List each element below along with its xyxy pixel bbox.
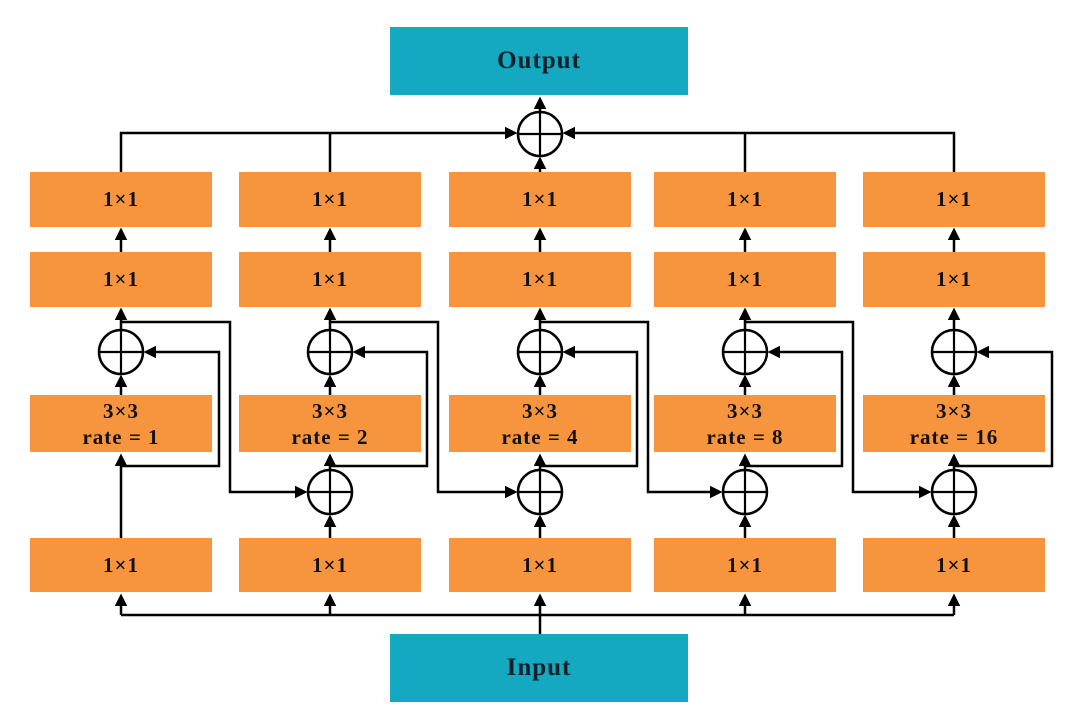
residual-skip-col4 — [745, 345, 844, 468]
conv-1x1-bottom-col1: 1×1 — [30, 538, 212, 592]
conv-1x1-top-col2: 1×1 — [239, 172, 421, 227]
kernel-label-col2: 3×3 — [312, 398, 348, 423]
dilated-conv-box-col5: 3×3 rate = 16 — [863, 395, 1045, 452]
conv-1x1-mid-col2: 1×1 — [239, 252, 421, 307]
sum-node-upper-col3 — [516, 328, 564, 376]
conv-1x1-top-col3: 1×1 — [449, 172, 631, 227]
sum-node-lower-col3 — [516, 468, 564, 516]
conv-1x1-mid-col1: 1×1 — [30, 252, 212, 307]
cross-feed-col3-to-col4 — [540, 320, 723, 499]
conv-1x1-top-col5: 1×1 — [863, 172, 1045, 227]
conv-1x1-mid-col3: 1×1 — [449, 252, 631, 307]
kernel-label-col5: 3×3 — [936, 398, 972, 423]
rate-label-col4: rate = 8 — [706, 424, 784, 449]
dilated-conv-box-col1: 3×3 rate = 1 — [30, 395, 212, 452]
residual-skip-col5 — [954, 345, 1054, 468]
dilated-conv-box-col4: 3×3 rate = 8 — [654, 395, 836, 452]
conv-1x1-mid-col4: 1×1 — [654, 252, 836, 307]
conv-1x1-mid-col5: 1×1 — [863, 252, 1045, 307]
sum-node-upper-col1 — [97, 328, 145, 376]
conv-1x1-bottom-col2: 1×1 — [239, 538, 421, 592]
residual-skip-col1 — [121, 345, 221, 468]
conv-1x1-top-col1: 1×1 — [30, 172, 212, 227]
sum-node-lower-col5 — [930, 468, 978, 516]
residual-skip-col3 — [540, 345, 639, 468]
conv-1x1-bottom-col3: 1×1 — [449, 538, 631, 592]
kernel-label-col1: 3×3 — [103, 398, 139, 423]
sum-node-upper-col2 — [306, 328, 354, 376]
cross-feed-col1-to-col2 — [121, 320, 308, 499]
top-bus-left — [119, 126, 518, 172]
rate-label-col1: rate = 1 — [82, 424, 160, 449]
bottom-bus — [121, 613, 954, 634]
conv-1x1-top-col4: 1×1 — [654, 172, 836, 227]
kernel-label-col3: 3×3 — [522, 398, 558, 423]
cross-feed-col2-to-col3 — [330, 320, 518, 499]
sum-node-central — [516, 110, 564, 158]
sum-node-lower-col2 — [306, 468, 354, 516]
top-bus-right — [562, 126, 956, 172]
output-box: Output — [390, 27, 688, 95]
dilated-conv-box-col3: 3×3 rate = 4 — [449, 395, 631, 452]
conv-1x1-bottom-col4: 1×1 — [654, 538, 836, 592]
residual-skip-col2 — [330, 345, 429, 468]
kernel-label-col4: 3×3 — [727, 398, 763, 423]
rate-label-col2: rate = 2 — [291, 424, 369, 449]
rate-label-col3: rate = 4 — [501, 424, 579, 449]
cross-feed-col4-to-col5 — [745, 320, 932, 499]
rate-label-col5: rate = 16 — [909, 424, 999, 449]
dilated-conv-box-col2: 3×3 rate = 2 — [239, 395, 421, 452]
input-box: Input — [390, 634, 688, 702]
sum-node-upper-col5 — [930, 328, 978, 376]
sum-node-upper-col4 — [721, 328, 769, 376]
conv-1x1-bottom-col5: 1×1 — [863, 538, 1045, 592]
sum-node-lower-col4 — [721, 468, 769, 516]
